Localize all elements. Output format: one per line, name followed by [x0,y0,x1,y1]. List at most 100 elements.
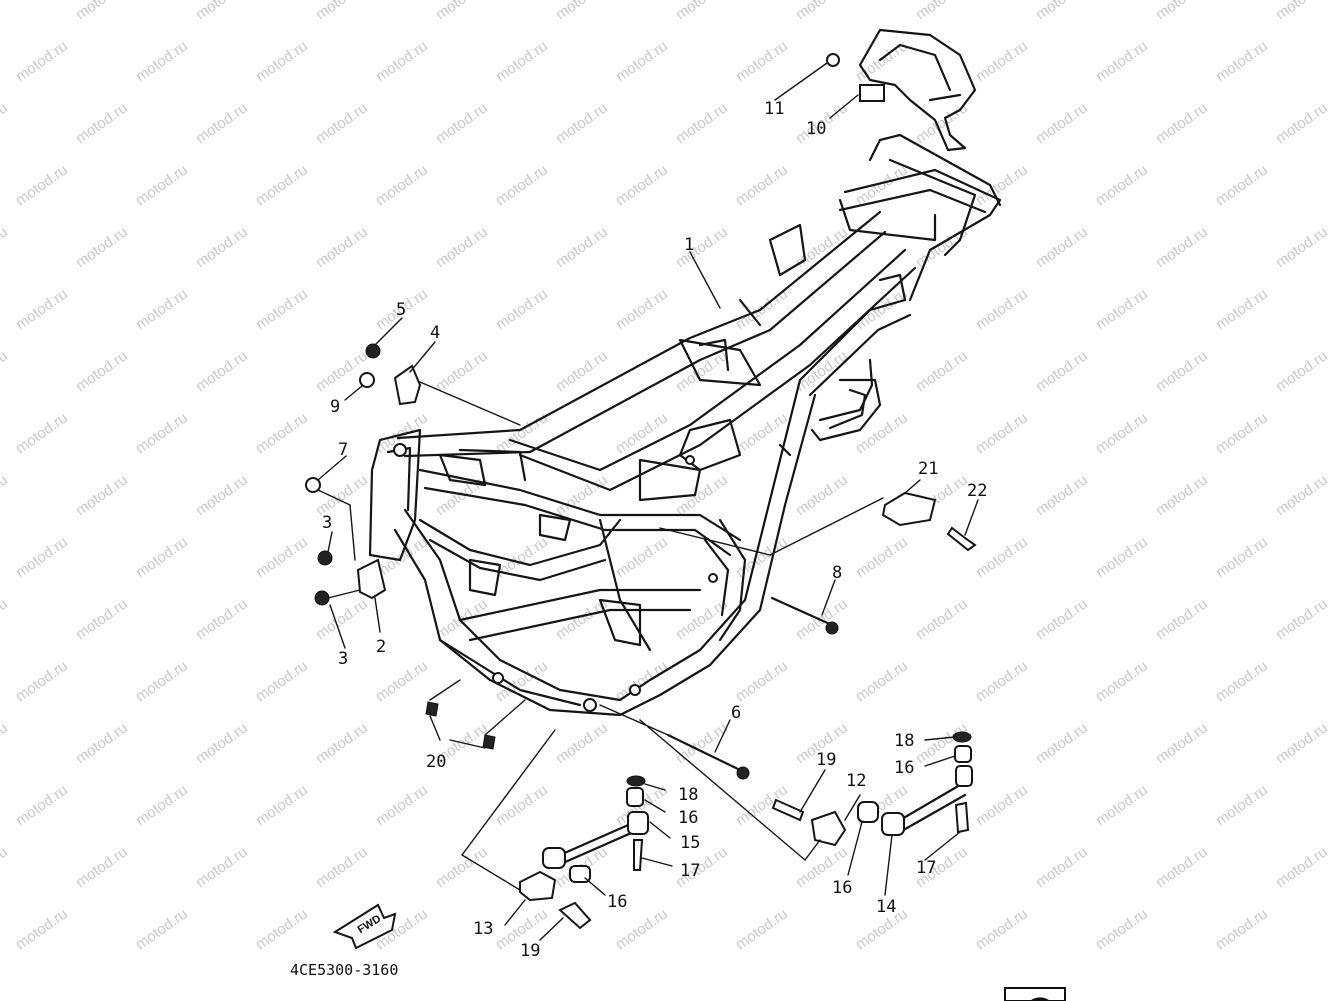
bolt-19-right [771,798,805,822]
watermark-text: motod.ru [1153,0,1211,23]
watermark-text: motod.ru [253,37,311,85]
watermark-text: motod.ru [313,843,371,891]
watermark-text: motod.ru [913,347,971,395]
bush-16-right [857,801,879,823]
watermark-text: motod.ru [493,37,551,85]
watermark-text: motod.ru [1273,223,1331,271]
damper-10 [859,84,885,102]
callout-18-right: 18 [894,731,914,751]
watermark-text: motod.ru [73,719,131,767]
bolt-20b [482,734,496,750]
watermark-text: motod.ru [133,285,191,333]
watermark-text: motod.ru [133,533,191,581]
watermark-text: motod.ru [13,161,71,209]
callout-16-right: 16 [832,878,852,898]
watermark-text: motod.ru [73,471,131,519]
watermark-text: motod.ru [973,533,1031,581]
bolt-19-left [558,901,592,930]
bolt-3a [317,550,333,566]
watermark-text: motod.ru [1153,719,1211,767]
watermark-text: motod.ru [1153,595,1211,643]
callout-17-right: 17 [916,858,936,878]
callout-9: 9 [330,397,340,417]
watermark-text: motod.ru [13,409,71,457]
watermark-text: motod.ru [1033,347,1091,395]
watermark-text: motod.ru [13,37,71,85]
watermark-text: motod.ru [793,471,851,519]
watermark-text: motod.ru [733,905,791,953]
watermark-text: motod.ru [193,223,251,271]
callout-11: 11 [764,99,784,119]
watermark-text: motod.ru [733,37,791,85]
watermark-text: motod.ru [0,719,11,767]
callout-2: 2 [376,637,386,657]
watermark-text: motod.ru [313,0,371,23]
watermark-text: motod.ru [853,533,911,581]
watermark-text: motod.ru [553,99,611,147]
callout-1: 1 [684,235,694,255]
watermark-text: motod.ru [493,781,551,829]
watermark-text: motod.ru [973,657,1031,705]
watermark-text: motod.ru [433,347,491,395]
watermark-text: motod.ru [13,285,71,333]
watermark-text: motod.ru [373,781,431,829]
callout-20: 20 [426,752,446,772]
stay-15-end [627,811,649,835]
bolt-6-head [736,766,750,780]
watermark-text: motod.ru [553,719,611,767]
watermark-text: motod.ru [1273,471,1331,519]
bolt-8-head [825,621,839,635]
bolt-11 [826,53,840,67]
callout-19-right: 19 [816,750,836,770]
watermark-text: motod.ru [1273,843,1331,891]
watermark-text: motod.ru [1153,223,1211,271]
watermark-text: motod.ru [673,223,731,271]
watermark-text: motod.ru [133,781,191,829]
watermark-text: motod.ru [1153,843,1211,891]
callout-15: 15 [680,833,700,853]
bracket-2 [356,558,387,600]
watermark-text: motod.ru [733,533,791,581]
watermark-text: motod.ru [133,161,191,209]
watermark-text: motod.ru [1033,719,1091,767]
watermark-text: motod.ru [73,0,131,23]
stay-14-end [881,812,905,836]
watermark-text: motod.ru [133,657,191,705]
watermark-text: motod.ru [0,843,11,891]
watermark-text: motod.ru [973,781,1031,829]
watermark-text: motod.ru [973,285,1031,333]
watermark-text: motod.ru [0,471,11,519]
rear-bracket-assembly [826,28,977,152]
watermark-text: motod.ru [1093,533,1151,581]
watermark-text: motod.ru [613,533,671,581]
callout-7: 7 [338,440,348,460]
watermark-text: motod.ru [1093,37,1151,85]
watermark-text: motod.ru [853,161,911,209]
watermark-text: motod.ru [313,99,371,147]
callout-14: 14 [876,897,896,917]
watermark-text: motod.ru [1213,161,1271,209]
watermark-text: motod.ru [673,99,731,147]
corner-logo-fragment [1004,987,1066,1001]
watermark-text: motod.ru [13,905,71,953]
watermark-text: motod.ru [553,0,611,23]
watermark-text: motod.ru [1213,533,1271,581]
watermark-text: motod.ru [1093,657,1151,705]
watermark-text: motod.ru [553,347,611,395]
watermark-text: motod.ru [1213,905,1271,953]
watermark-text: motod.ru [0,0,11,23]
watermark-text: motod.ru [193,719,251,767]
leader-lines [317,62,979,941]
watermark-text: motod.ru [73,347,131,395]
watermark-text: motod.ru [613,161,671,209]
watermark-text: motod.ru [1033,223,1091,271]
watermark-text: motod.ru [313,719,371,767]
watermark-text: motod.ru [733,657,791,705]
watermark-text: motod.ru [73,595,131,643]
bush-16-left-a [542,847,566,869]
callout-18-left: 18 [678,785,698,805]
fwd-arrow: FWD [332,903,397,950]
watermark-text: motod.ru [1093,781,1151,829]
